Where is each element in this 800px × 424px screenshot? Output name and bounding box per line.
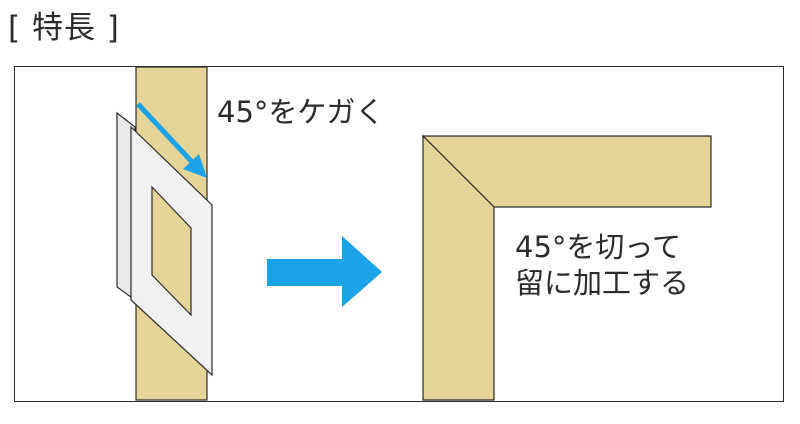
next-step-arrow: [267, 236, 382, 307]
cut-label-line1: 45°を切って: [515, 230, 681, 264]
ruler-front-frame: [130, 125, 213, 377]
marking-arrow: [136, 102, 207, 178]
diagram-frame: [14, 66, 784, 402]
mitered-corner: [421, 134, 712, 401]
marking-label: 45°をケガく: [217, 95, 385, 129]
cut-label-line2: 留に加工する: [515, 266, 690, 300]
vertical-piece: [422, 134, 495, 401]
section-heading: [ 特長 ]: [8, 10, 120, 46]
